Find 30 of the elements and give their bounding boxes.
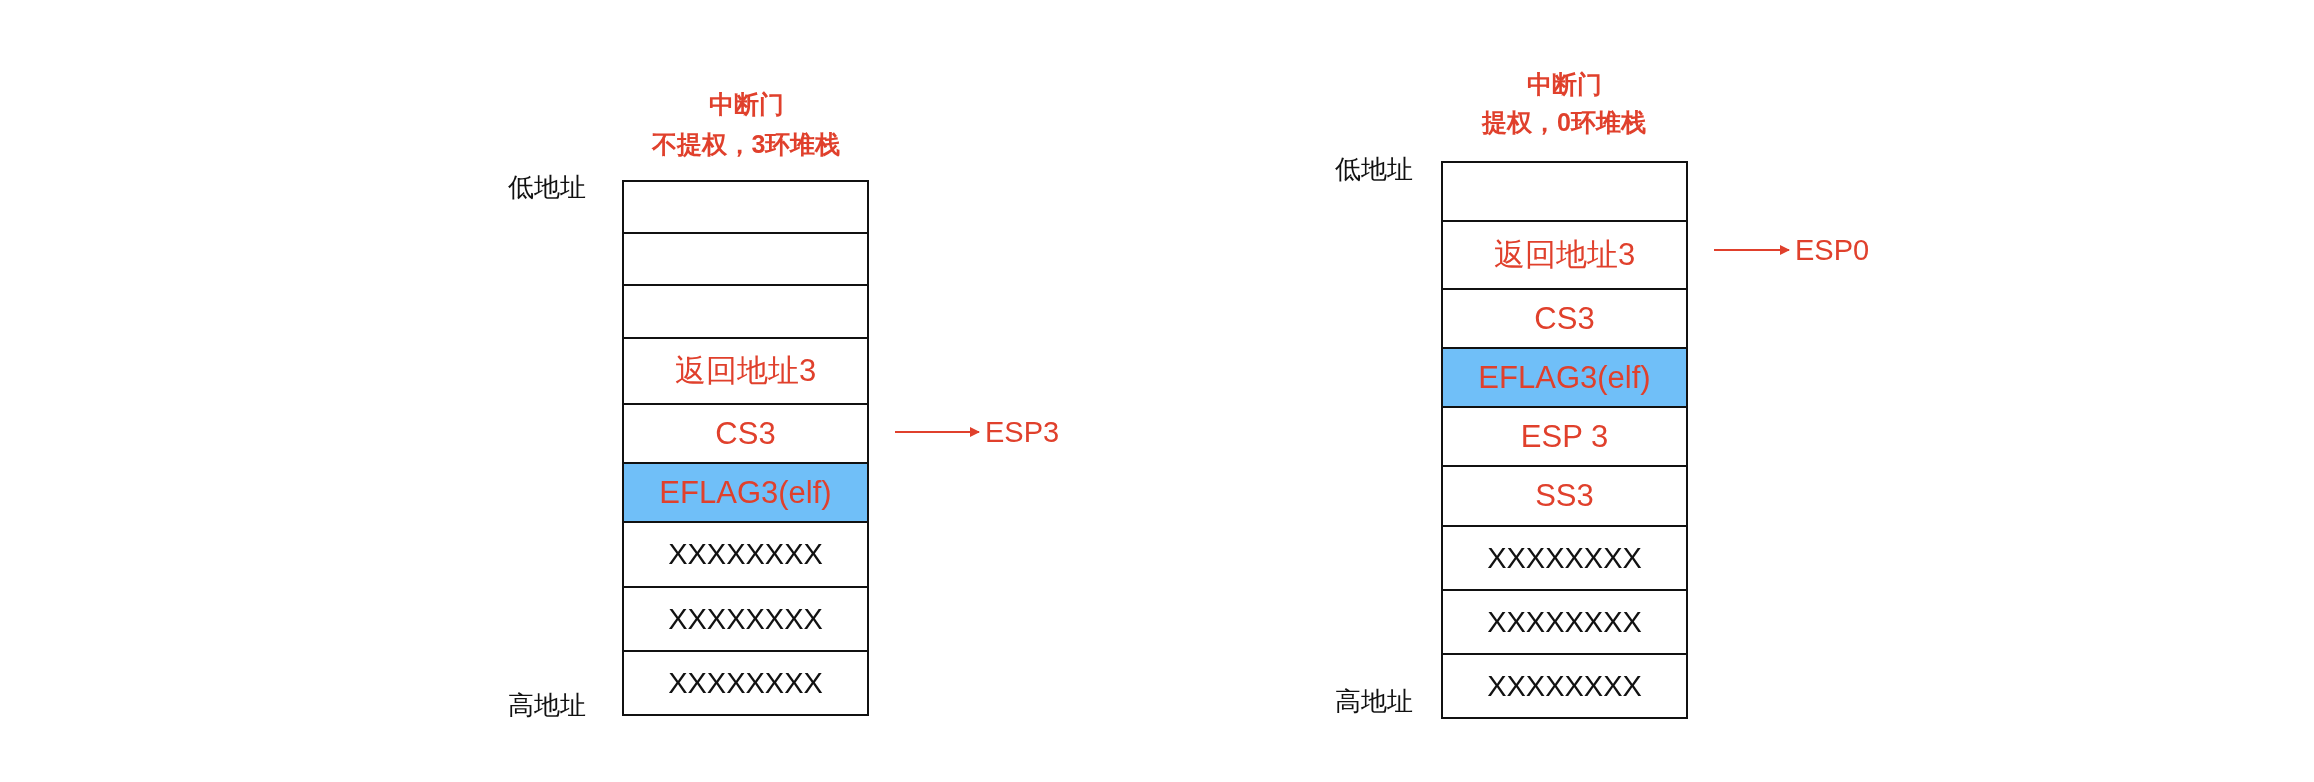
- stack-slot: EFLAG3(elf): [622, 462, 869, 523]
- stack-slot: CS3: [1441, 288, 1688, 349]
- address-label: 低地址: [1335, 153, 1413, 186]
- arrow: [894, 427, 980, 437]
- stack-slot: XXXXXXXX: [622, 650, 869, 716]
- stack-slot: XXXXXXXX: [1441, 525, 1688, 591]
- stack-heading: 不提权，3环堆栈: [651, 129, 841, 160]
- stack-heading: 中断门: [708, 89, 784, 120]
- empty-stack-slot: [622, 232, 869, 286]
- empty-stack-slot: [622, 284, 869, 339]
- arrow: [1713, 245, 1790, 255]
- stack-slot: 返回地址3: [622, 337, 869, 405]
- address-label: 低地址: [508, 171, 586, 204]
- address-label: 高地址: [1335, 685, 1413, 718]
- stack-heading: 提权，0环堆栈: [1482, 107, 1646, 138]
- stack-heading: 中断门: [1526, 69, 1602, 100]
- stack-slot: 返回地址3: [1441, 220, 1688, 290]
- stack-slot: XXXXXXXX: [1441, 589, 1688, 655]
- stack-slot: XXXXXXXX: [622, 586, 869, 652]
- empty-stack-slot: [622, 180, 869, 234]
- pointer-label: ESP3: [985, 415, 1060, 449]
- stack-slot: EFLAG3(elf): [1441, 347, 1688, 408]
- stack-slot: XXXXXXXX: [1441, 653, 1688, 719]
- address-label: 高地址: [508, 689, 586, 722]
- stack-slot: CS3: [622, 403, 869, 464]
- pointer-label: ESP0: [1795, 233, 1870, 267]
- stack-slot: SS3: [1441, 465, 1688, 527]
- stack-slot: XXXXXXXX: [622, 521, 869, 588]
- stack-slot: ESP 3: [1441, 406, 1688, 467]
- empty-stack-slot: [1441, 161, 1688, 222]
